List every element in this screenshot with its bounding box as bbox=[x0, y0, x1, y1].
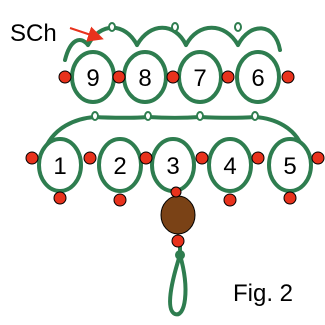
middle-chain-2 bbox=[93, 115, 150, 120]
ring-6 bbox=[235, 50, 281, 104]
bead bbox=[25, 151, 39, 165]
ring-number-8: 8 bbox=[138, 65, 151, 92]
bead bbox=[170, 186, 182, 198]
bead bbox=[113, 193, 127, 207]
figure-caption: Fig. 2 bbox=[233, 280, 293, 307]
picot bbox=[234, 22, 242, 32]
middle-chain-4 bbox=[198, 115, 257, 120]
ring-numbers: 9 8 7 6 1 2 3 4 5 bbox=[53, 65, 296, 180]
top-chain-5 bbox=[63, 38, 90, 62]
bead bbox=[53, 191, 67, 205]
sch-arrow bbox=[69, 26, 104, 42]
top-chains bbox=[63, 25, 282, 62]
ring-number-1: 1 bbox=[53, 153, 66, 180]
large-bead bbox=[160, 195, 196, 235]
picot bbox=[171, 22, 179, 32]
bead bbox=[112, 70, 126, 84]
bead bbox=[139, 151, 153, 165]
ring-2 bbox=[97, 137, 143, 193]
bottom-loop bbox=[168, 240, 188, 317]
picot bbox=[144, 111, 152, 121]
ring-5 bbox=[267, 137, 313, 193]
bead bbox=[221, 70, 235, 84]
middle-chain-3 bbox=[146, 115, 202, 120]
ring-4 bbox=[207, 137, 253, 193]
ring-number-5: 5 bbox=[283, 153, 296, 180]
bead bbox=[166, 70, 180, 84]
loop-knot bbox=[175, 250, 185, 260]
ring-number-7: 7 bbox=[193, 65, 206, 92]
middle-picots bbox=[91, 111, 259, 121]
bead bbox=[283, 191, 297, 205]
ring-number-6: 6 bbox=[251, 65, 264, 92]
ring-1 bbox=[37, 137, 83, 193]
top-chain-4 bbox=[236, 26, 282, 52]
picot bbox=[251, 111, 259, 121]
ring-number-9: 9 bbox=[86, 65, 99, 92]
bead bbox=[251, 151, 265, 165]
bead bbox=[171, 234, 185, 248]
picot bbox=[91, 111, 99, 121]
bead bbox=[223, 193, 237, 207]
bead bbox=[281, 70, 295, 84]
beads bbox=[25, 70, 325, 248]
bead bbox=[83, 151, 97, 165]
sch-pointer: SCh bbox=[10, 20, 104, 47]
bead bbox=[311, 151, 325, 165]
ring-number-2: 2 bbox=[113, 153, 126, 180]
ring-number-3: 3 bbox=[166, 153, 179, 180]
ring-number-4: 4 bbox=[223, 153, 236, 180]
top-chain-2 bbox=[135, 25, 188, 47]
bead bbox=[58, 70, 72, 84]
sch-label: SCh bbox=[10, 20, 57, 47]
bead bbox=[195, 151, 209, 165]
bottom-loop-thread bbox=[168, 254, 188, 317]
lower-rings bbox=[37, 137, 313, 193]
top-chain-3 bbox=[184, 25, 240, 47]
picot bbox=[108, 22, 116, 32]
top-picots bbox=[108, 22, 242, 32]
picot bbox=[196, 111, 204, 121]
